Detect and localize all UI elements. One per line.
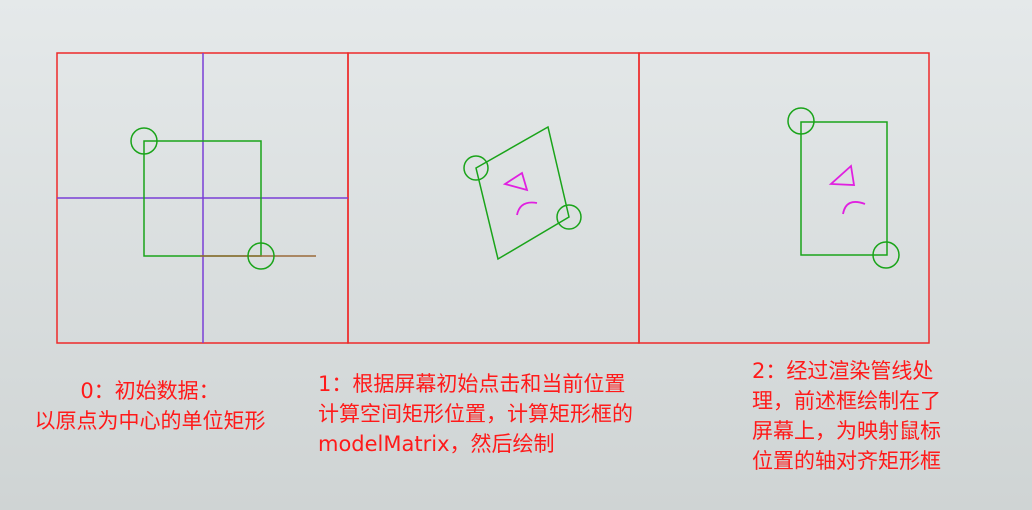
end-handle	[247, 242, 275, 270]
origin-axes	[57, 53, 348, 343]
end-handle	[872, 241, 900, 269]
panel-step2	[638, 52, 930, 344]
transform-diagram	[56, 52, 930, 344]
start-handle	[130, 127, 158, 155]
caption-step2: 2：经过渲染管线处 理，前述框绘制在了 屏幕上，为映射鼠标 位置的轴对齐矩形框	[752, 359, 941, 473]
orientation-glyph	[502, 171, 538, 216]
start-handle	[787, 107, 815, 135]
caption-step1: 1：根据屏幕初始点击和当前位置 计算空间矩形位置，计算矩形框的 modelMat…	[318, 372, 633, 456]
end-handle	[556, 204, 582, 230]
orientation-glyph	[828, 164, 866, 215]
rotated-rectangle	[475, 125, 570, 261]
screen-rectangle	[800, 121, 888, 256]
caption-step0: 0：初始数据： 以原点为中心的单位矩形	[34, 379, 266, 433]
panel-step1	[347, 52, 640, 344]
start-handle	[463, 155, 489, 181]
